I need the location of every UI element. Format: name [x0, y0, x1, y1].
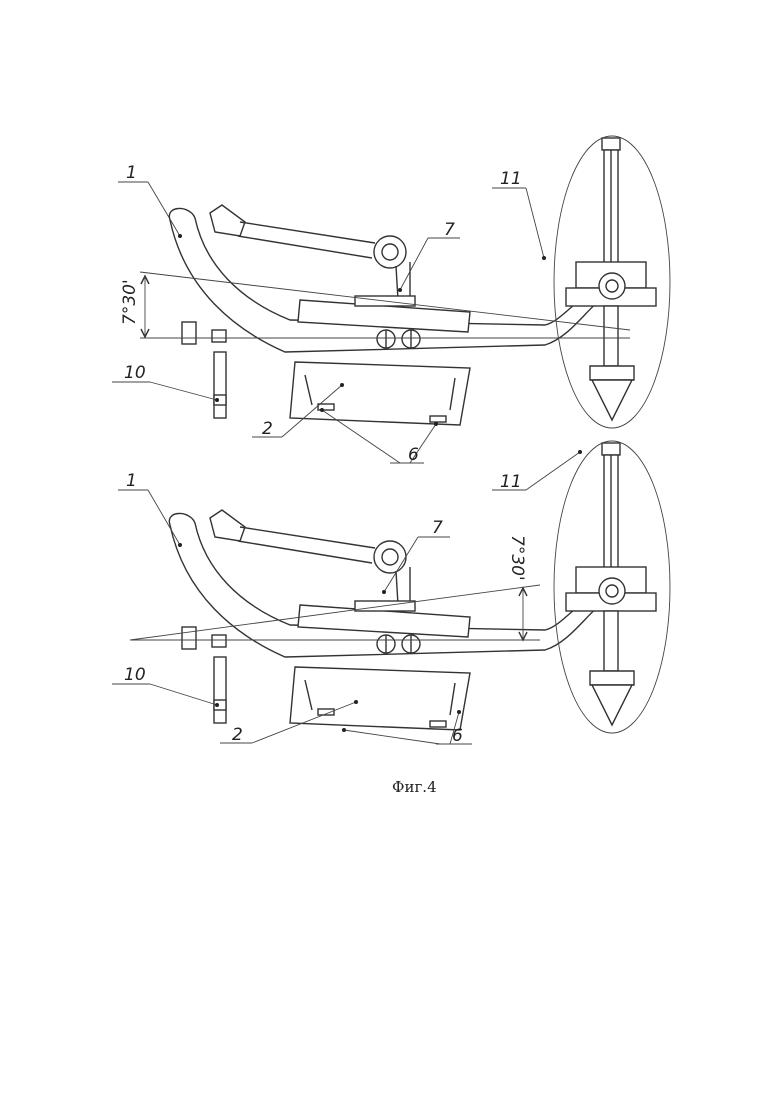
- label-part-1: 1: [126, 471, 137, 491]
- figure-caption: Фиг.4: [392, 778, 437, 796]
- label-part-7: 7: [444, 220, 455, 240]
- top-view: 7°30' 1 7 11 10 2 6: [112, 136, 670, 465]
- label-part-10: 10: [124, 363, 146, 383]
- label-part-10: 10: [124, 665, 146, 685]
- label-part-6: 6: [408, 445, 419, 465]
- label-part-2: 2: [262, 419, 273, 439]
- label-part-1: 1: [126, 163, 137, 183]
- label-part-6: 6: [452, 726, 463, 746]
- angle-label: 7°30': [120, 279, 140, 325]
- label-part-7: 7: [432, 518, 443, 538]
- label-part-11: 11: [500, 169, 522, 189]
- angle-label: 7°30': [507, 535, 527, 581]
- label-part-11: 11: [500, 472, 522, 492]
- label-part-2: 2: [232, 725, 243, 745]
- bottom-view: 7°30' 1 7 11 10 2 6: [112, 441, 670, 746]
